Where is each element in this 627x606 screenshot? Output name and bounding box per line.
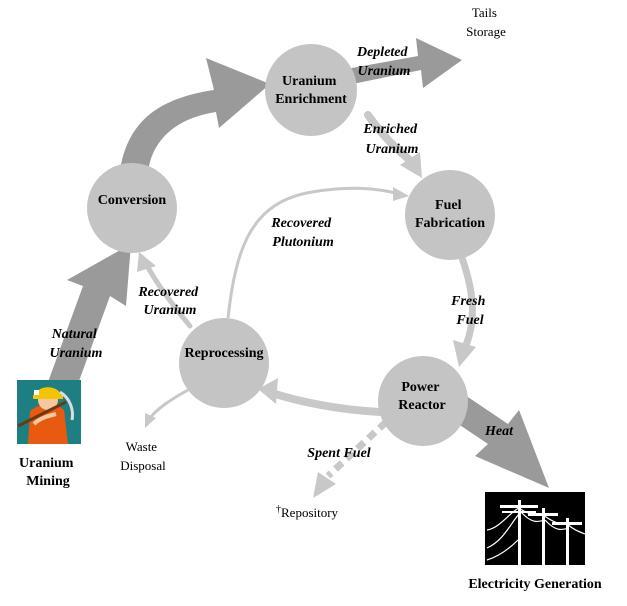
arrow-reprocessing-to-fabrication [226,186,396,319]
arrow-mining-to-conversion [44,244,131,403]
label-reactor: Power Reactor [398,380,445,413]
flow-label-fresh-fuel: Fresh Fuel [450,294,489,328]
flow-label-depleted-uranium: Depleted Uranium [356,45,411,79]
arrow-fabrication-to-reactor [458,254,476,349]
label-repository: †Repository [276,504,339,520]
label-enrichment: Uranium Enrichment [275,74,347,107]
flow-label-heat: Heat [484,424,514,439]
flow-label-natural-uranium: Natural Uranium [50,327,103,361]
arrow-reprocessing-to-conversion [143,261,193,329]
node-reprocessing [179,318,269,408]
flow-label-recovered-plutonium: Recovered Plutonium [270,216,334,250]
arrow-reactor-to-repository [325,419,389,479]
arrow-reactor-to-reprocessing [268,389,384,416]
arrow-enrichment-to-tails [330,38,462,88]
label-conversion: Conversion [98,193,167,208]
flow-label-recovered-uranium: Recovered Uranium [137,285,201,318]
node-enrichment [265,44,357,136]
flow-label-enriched-uranium: Enriched Uranium [362,122,420,157]
flow-label-spent-fuel: Spent Fuel [307,446,371,461]
label-fabrication: Fuel Fabrication [415,198,485,231]
arrow-conversion-to-enrichment [120,58,270,172]
node-conversion [87,163,177,253]
label-electricity-generation: Electricity Generation [468,577,602,592]
miner-icon [17,380,81,444]
label-uranium-mining: Uranium Mining [19,456,77,489]
label-reprocessing: Reprocessing [184,346,263,361]
node-fabrication [405,170,495,260]
node-reactor [378,356,468,446]
label-waste-disposal: Waste Disposal [120,439,166,473]
arrow-reprocessing-to-waste [148,388,189,419]
power-lines-icon [485,492,586,565]
label-tails-storage: Tails Storage [466,5,506,39]
